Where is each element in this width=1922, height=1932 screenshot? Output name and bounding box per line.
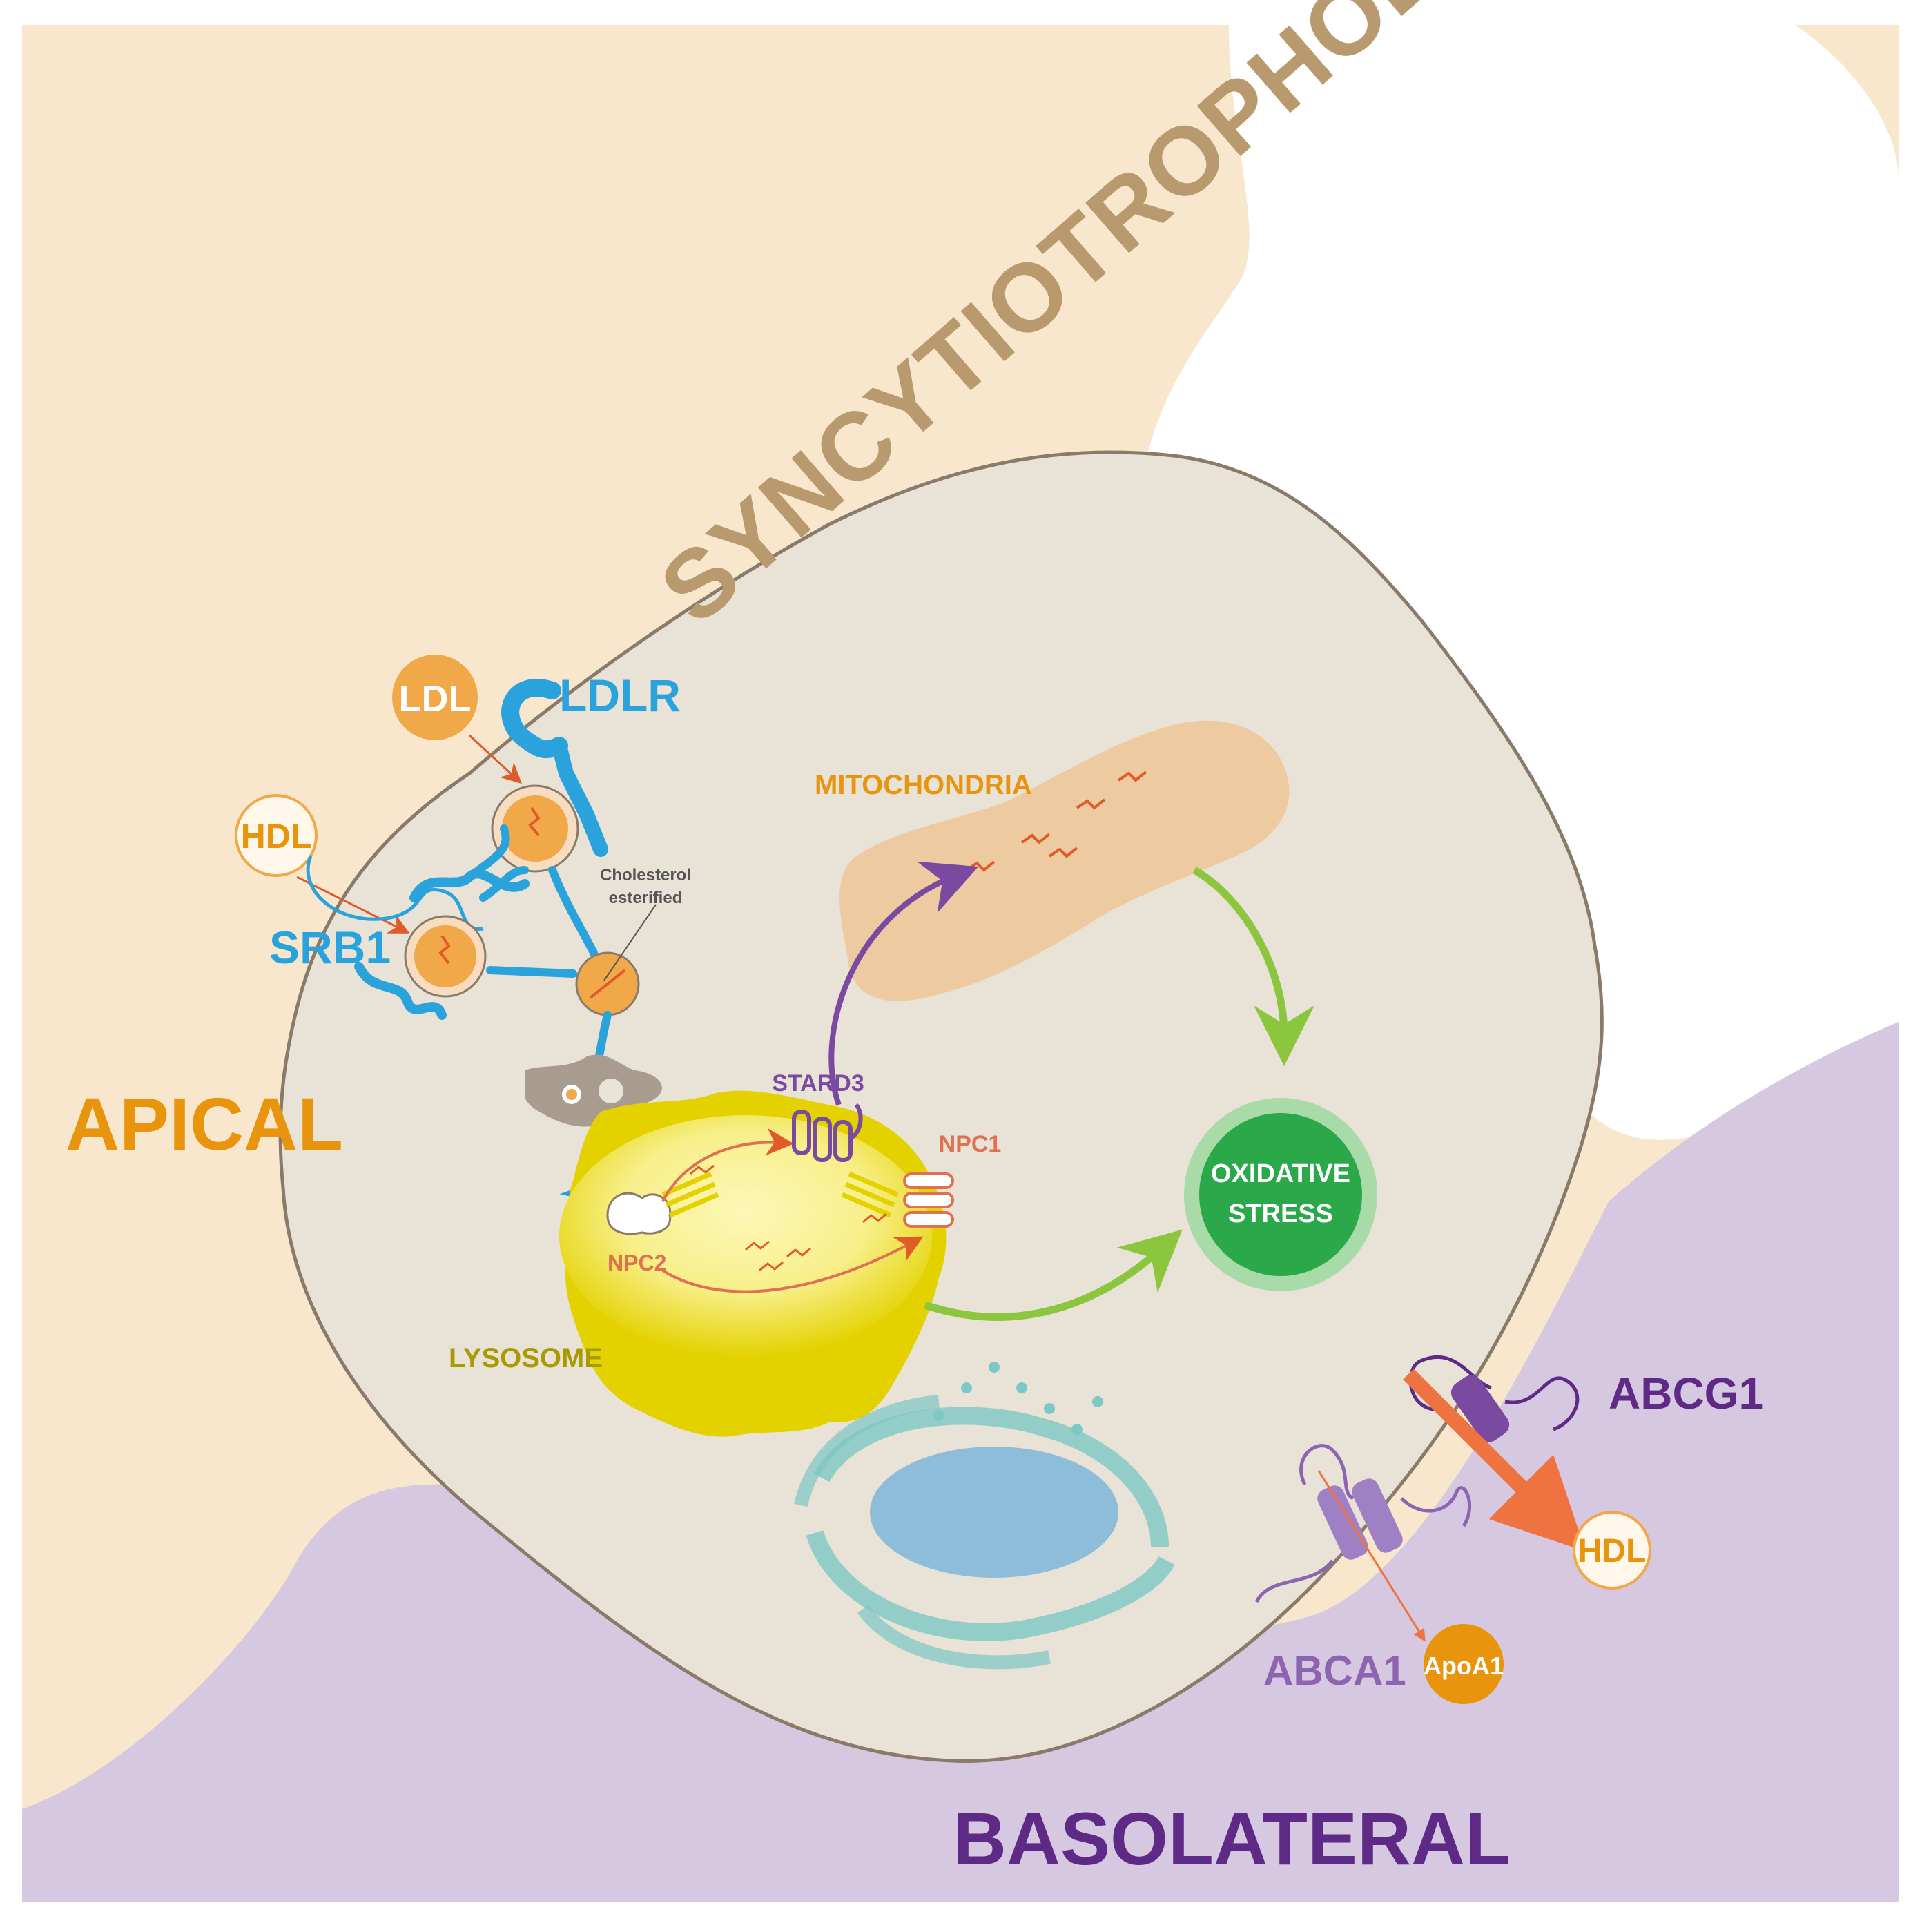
- stard3-label: STARD3: [772, 1070, 864, 1097]
- oxidative-label-1: OXIDATIVE: [1211, 1159, 1350, 1188]
- srb1-loop: [306, 856, 484, 931]
- hdl-cholesterol: [438, 934, 451, 965]
- abcg1-transporter: [1408, 1355, 1580, 1442]
- ldlr-label: LDLR: [559, 670, 681, 721]
- abcg1-label: ABCG1: [1609, 1369, 1763, 1418]
- abca1-efflux-arrow: [1317, 1470, 1426, 1642]
- npc1-protein: [903, 1172, 954, 1228]
- lysosome-membranes: [661, 1171, 899, 1218]
- npc2-to-npc1-arrow: [661, 1236, 924, 1293]
- lysosome-label: LYSOSOME: [449, 1343, 603, 1373]
- srb1-bottom-strand: [354, 962, 447, 1020]
- late-endosome: [525, 1054, 662, 1127]
- ldl-vesicle-content: [502, 795, 568, 862]
- endoplasmic-reticulum: [794, 1395, 1175, 1670]
- ldl-particle: [392, 655, 478, 740]
- mitochondria-label: MITOCHONDRIA: [815, 770, 1032, 800]
- apoa1-label: ApoA1: [1424, 1652, 1504, 1680]
- mitochondria-cholesterol: [965, 771, 1147, 872]
- npc1-label: NPC1: [939, 1131, 1002, 1157]
- ldl-path: [548, 866, 598, 957]
- ldl-cholesterol: [528, 806, 541, 837]
- hdl-apical-particle: [235, 794, 318, 877]
- oxidative-stress-circle: [1199, 1113, 1362, 1276]
- npc2-to-stard3-arrow: [661, 1128, 794, 1202]
- lysosome-lumen: [559, 1115, 932, 1357]
- oxidative-label-2: STRESS: [1228, 1199, 1333, 1228]
- ldl-uptake-arrow: [468, 734, 523, 784]
- cholesterol-label-2: esterified: [609, 889, 683, 907]
- srb1-extra: [465, 824, 529, 902]
- ldl-label: LDL: [399, 678, 472, 719]
- ldlr-head: [501, 679, 568, 759]
- lysosome-to-stress-arrow: [924, 1229, 1183, 1321]
- hdl-apical-label: HDL: [241, 817, 312, 856]
- endosome-lipid: [566, 1089, 577, 1100]
- hdl-path: [486, 966, 577, 978]
- hdl-vesicle-content: [414, 925, 476, 987]
- abcg1-efflux-arrow: [1403, 1369, 1586, 1552]
- lysosome-cholesterol: [690, 1164, 887, 1272]
- esterified-cholesterol: [589, 969, 626, 999]
- maternal-space: [1137, 25, 1899, 1140]
- hdl-basolateral-label: HDL: [1578, 1533, 1647, 1569]
- endosome-vesicle-1: [599, 1079, 623, 1103]
- apical-label: APICAL: [66, 1082, 343, 1166]
- abca1-label: ABCA1: [1263, 1648, 1406, 1694]
- ldlr-stalk: [552, 738, 608, 857]
- cholesterol-label-1: Cholesterol: [600, 866, 691, 885]
- npc2-protein: [606, 1192, 672, 1235]
- npc2-label: NPC2: [608, 1250, 666, 1275]
- srb1-label: SRB1: [269, 922, 391, 973]
- stard3-protein: [792, 1103, 863, 1162]
- mito-to-stress-arrow: [1192, 867, 1314, 1066]
- cholesterol-pointer: [603, 904, 657, 981]
- apoa1-particle: [1424, 1624, 1504, 1704]
- abca1-transporter: [1254, 1444, 1471, 1603]
- basolateral-label: BASOLATERAL: [953, 1797, 1511, 1880]
- stard3-to-mito-arrow: [828, 861, 979, 1106]
- hdl-basolateral-particle: [1573, 1511, 1651, 1590]
- mitochondria: [839, 720, 1290, 1001]
- er-vesicles: [933, 1362, 1103, 1435]
